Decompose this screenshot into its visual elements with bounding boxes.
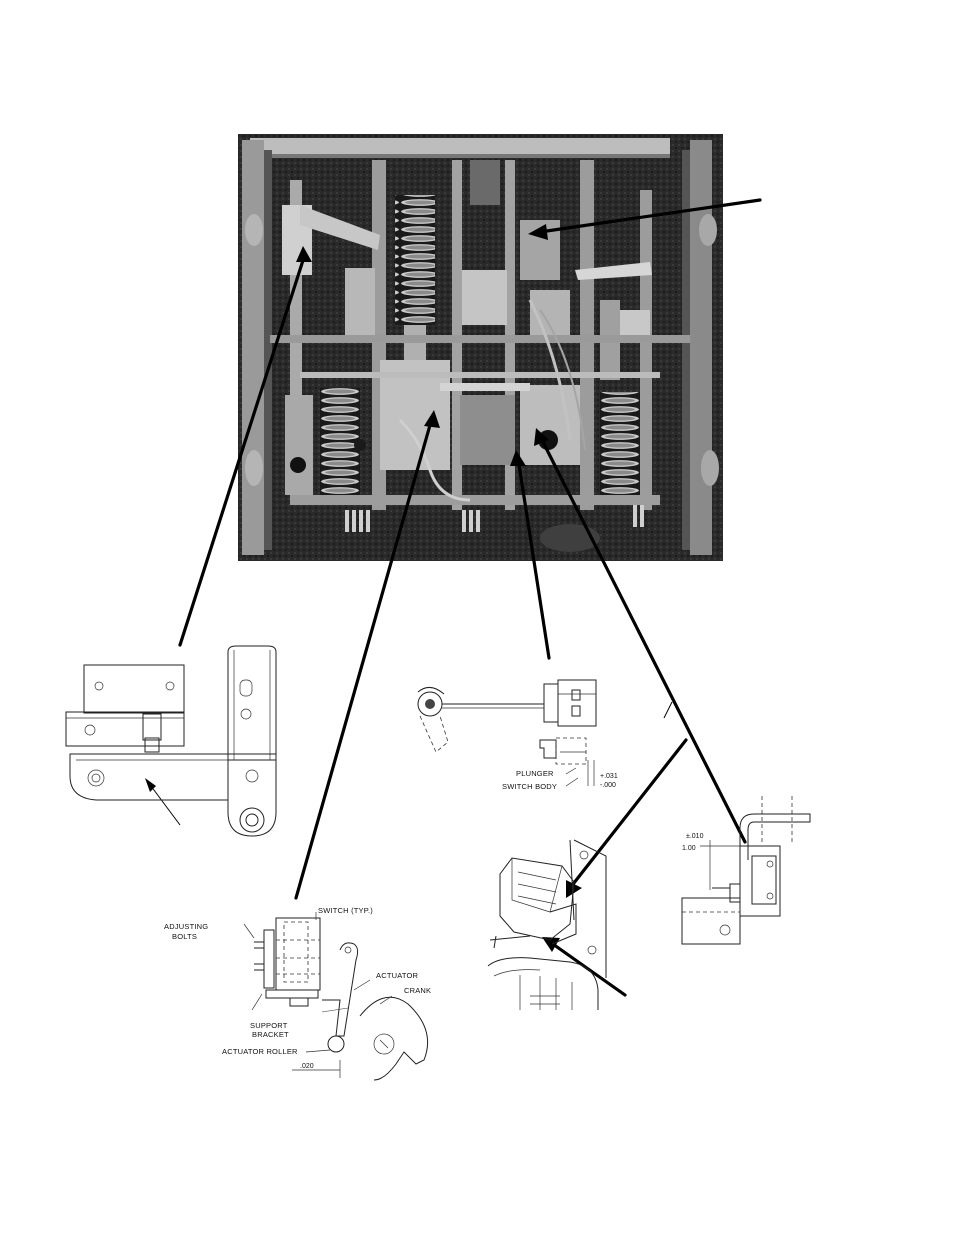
actuator-label: ACTUATOR xyxy=(376,971,419,980)
actuator-roller-label: ACTUATOR ROLLER xyxy=(222,1047,298,1056)
dimension-tolerance-label: ±.010 xyxy=(686,833,704,840)
tolerance-lower-label: -.000 xyxy=(600,782,616,789)
dimension-detail-drawing: 1.00 ±.010 xyxy=(682,796,810,944)
gap-dimension-label: .020 xyxy=(300,1063,314,1070)
switch-body-label: SWITCH BODY xyxy=(502,782,557,791)
dimension-value-label: 1.00 xyxy=(682,845,696,852)
tolerance-upper-label: +.031 xyxy=(600,773,618,780)
support-label: SUPPORT xyxy=(250,1021,288,1030)
mechanism-photo xyxy=(238,134,723,561)
bracket-label: BRACKET xyxy=(252,1030,289,1039)
adjusting-label: ADJUSTING xyxy=(164,922,208,931)
crank-label: CRANK xyxy=(404,986,431,995)
plunger-detail-drawing: PLUNGER SWITCH BODY +.031 -.000 xyxy=(418,680,618,791)
bracket-detail-drawing xyxy=(66,646,276,836)
plunger-label: PLUNGER xyxy=(516,769,554,778)
switch-crank-detail-drawing: SWITCH (TYP.) ADJUSTING BOLTS ACTUATOR C… xyxy=(164,906,431,1080)
bolts-label: BOLTS xyxy=(172,932,197,941)
switch-typ-label: SWITCH (TYP.) xyxy=(318,906,373,915)
